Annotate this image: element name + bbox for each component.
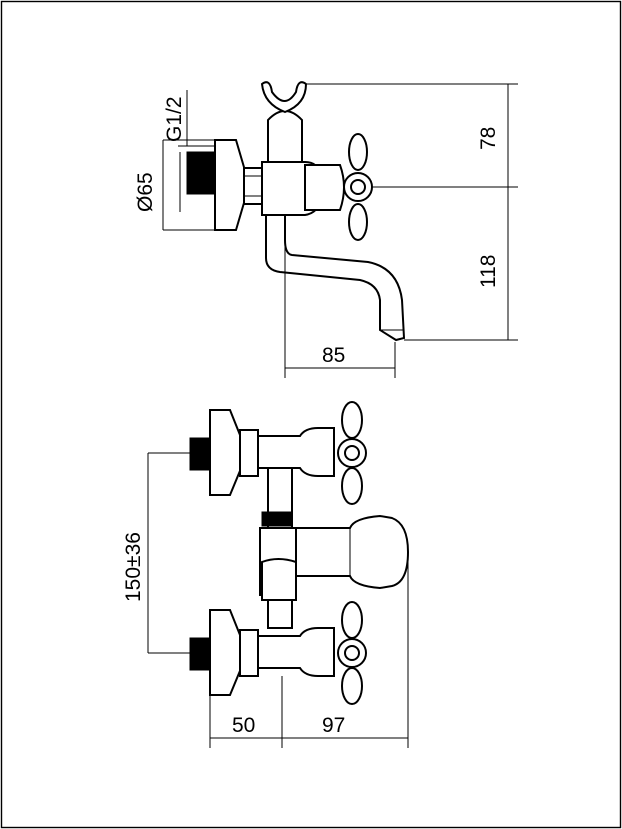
front-upper-nut <box>239 429 259 477</box>
front-upper-handle-top <box>341 401 363 439</box>
front-lower-handle-top <box>341 601 363 639</box>
side-valve-bonnet <box>304 164 345 211</box>
front-shower-holder <box>261 558 297 601</box>
front-upper-body <box>257 427 335 477</box>
front-lower-body <box>257 627 335 677</box>
dim-center-distance-label: 150±36 <box>122 532 145 602</box>
front-spout <box>295 514 410 590</box>
side-hex-nut <box>243 167 263 205</box>
front-upper-escutcheon <box>209 409 243 496</box>
dim-diameter-label: Ø65 <box>134 172 157 212</box>
front-upper-handle-bottom <box>341 467 363 505</box>
side-handle-bottom-arm <box>348 203 368 241</box>
front-lower-nut <box>239 629 259 677</box>
side-thread-stub <box>186 151 216 195</box>
side-diverter <box>267 110 303 163</box>
dim-top-height-label: 78 <box>477 127 500 150</box>
side-handle-top-arm <box>348 133 368 171</box>
front-lower-handle-bottom <box>341 667 363 705</box>
side-view: G1/2 Ø65 78 118 85 <box>134 81 518 378</box>
front-lower-thread-stub <box>189 637 211 671</box>
side-spout <box>265 214 406 342</box>
front-view: 150±36 50 97 <box>122 401 410 748</box>
dim-wall-depth-label: 50 <box>232 714 255 737</box>
dim-spout-reach-label: 85 <box>322 344 345 367</box>
dim-thread-label: G1/2 <box>163 96 186 142</box>
front-diverter-cap <box>261 511 293 527</box>
side-escutcheon <box>214 139 247 231</box>
dim-bottom-height-label: 118 <box>477 255 500 288</box>
dim-body-depth-label: 97 <box>322 714 345 737</box>
front-upper-thread-stub <box>189 437 211 471</box>
front-lower-escutcheon <box>209 609 243 696</box>
side-shower-holder <box>260 81 308 114</box>
